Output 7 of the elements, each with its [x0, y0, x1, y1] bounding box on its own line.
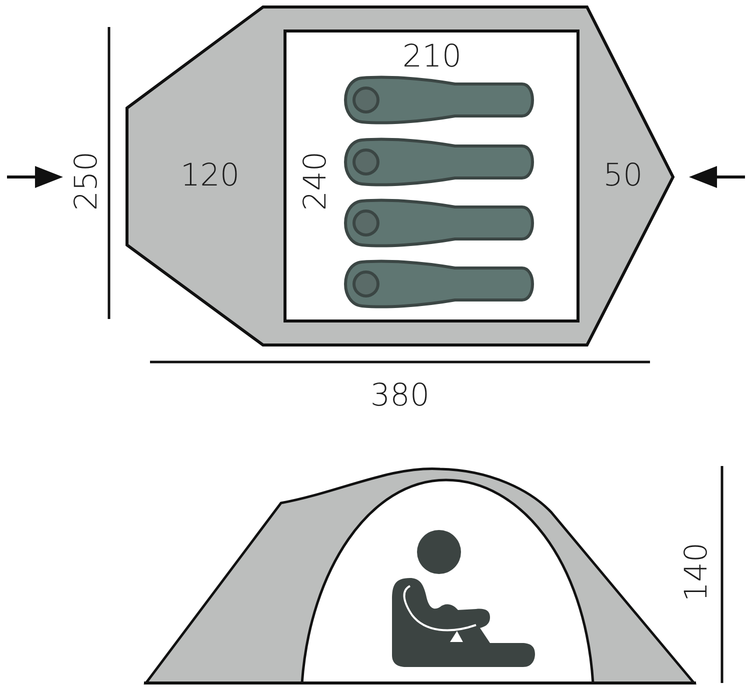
dimension-label: 240: [300, 151, 332, 211]
dimension-label: 210: [402, 42, 462, 72]
dimension-label: 380: [370, 380, 430, 412]
dimension-label: 250: [72, 151, 102, 211]
dimension-label: 140: [682, 542, 712, 602]
area-label: 50: [603, 160, 643, 192]
area-label: 120: [180, 160, 240, 192]
